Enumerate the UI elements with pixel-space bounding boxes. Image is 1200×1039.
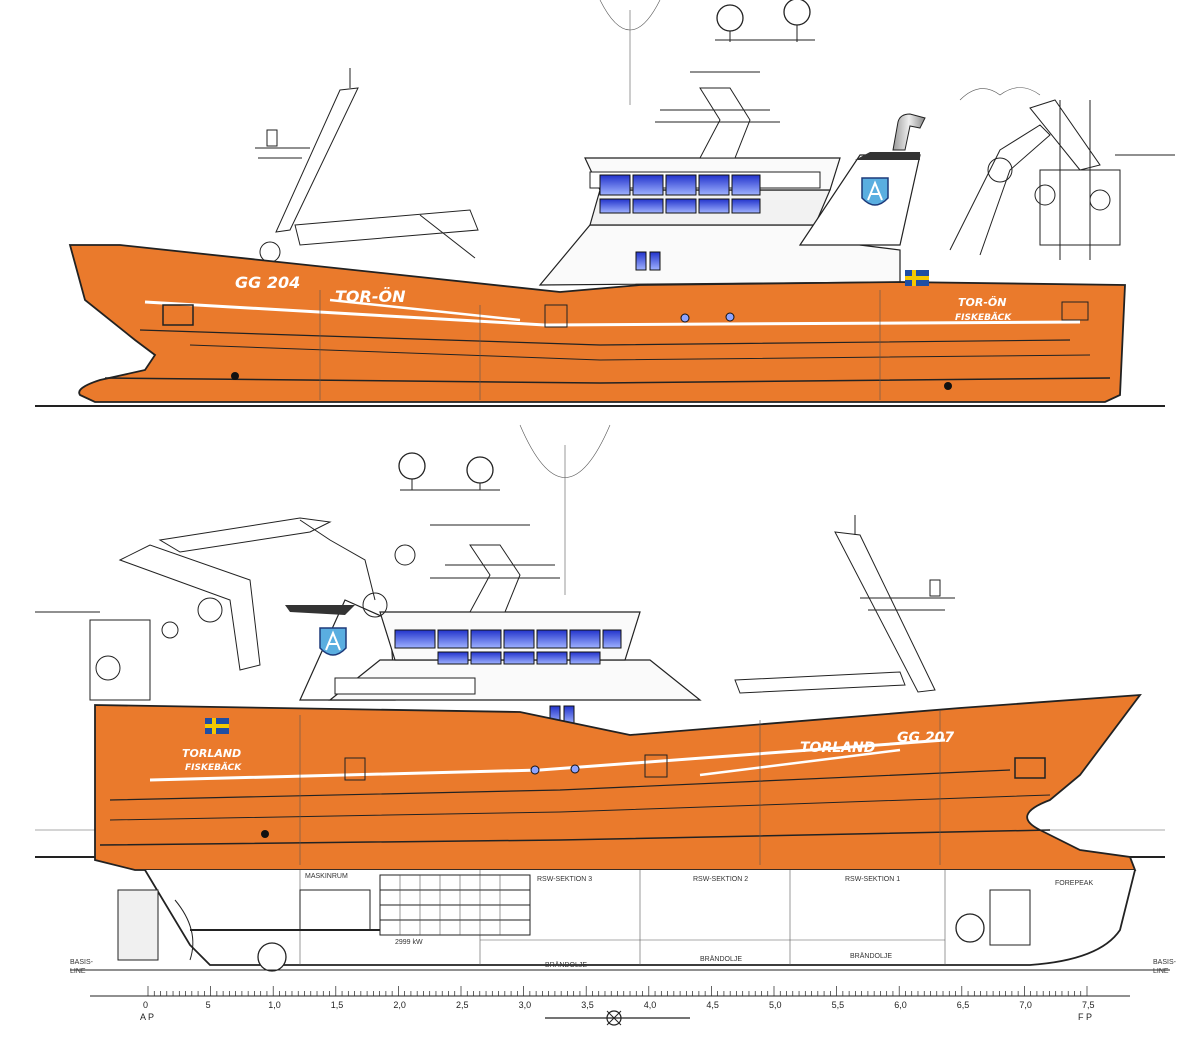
radome-icon	[716, 4, 744, 42]
scale-tick-label: 1,5	[331, 1000, 344, 1010]
baseline-label-right-2: LINE	[1153, 968, 1169, 975]
scale-tick-label: 0	[143, 1000, 148, 1010]
radome-icon	[398, 452, 426, 490]
lower-superstructure	[285, 424, 702, 725]
lower-vessel: TORLAND GG 207 TORLAND FISKEBÄCK	[35, 424, 1177, 1026]
upper-aft-crane	[949, 87, 1175, 260]
scale-tick-label: 7,0	[1019, 1000, 1032, 1010]
upper-vessel-name: TOR-ÖN	[335, 287, 406, 306]
upper-bridge-windows	[599, 174, 761, 214]
scale-tick-label: 3,0	[519, 1000, 532, 1010]
radome-icon	[783, 0, 811, 42]
fp-label: F P	[1078, 1012, 1092, 1022]
upper-home-port: FISKEBÄCK	[955, 312, 1012, 323]
scale-tick-label: 2,5	[456, 1000, 469, 1010]
lower-underwater-profile: MASKINRUM RSW-SEKTION 3 RSW-SEKTION 2 RS…	[117, 869, 1136, 972]
upper-superstructure	[538, 0, 926, 286]
lower-home-port: FISKEBÄCK	[185, 762, 242, 773]
upper-stern-name: TOR-ÖN	[958, 295, 1006, 309]
engine-power-label: 2999 kW	[395, 939, 423, 946]
scale-tick-label: 6,0	[894, 1000, 907, 1010]
baseline-label-right: BASIS-	[1153, 959, 1177, 966]
compartment-label: RSW-SEKTION 2	[693, 876, 748, 883]
company-logo-icon	[861, 177, 889, 206]
scale-tick-label: 4,0	[644, 1000, 657, 1010]
ap-label: A P	[140, 1012, 154, 1022]
scale-tick-label: 4,5	[706, 1000, 719, 1010]
tank-label: BRÄNDOLJE	[545, 961, 587, 969]
lower-registration: GG 207	[897, 730, 954, 746]
compartment-label: FOREPEAK	[1055, 880, 1093, 887]
upper-hull: GG 204 TOR-ÖN TOR-ÖN FISKEBÄCK	[68, 244, 1126, 403]
lower-aft-crane	[35, 517, 416, 701]
scale-tick-label: 6,5	[957, 1000, 970, 1010]
radome-icon	[466, 456, 494, 490]
scale-tick-label: 5	[206, 1000, 211, 1010]
swedish-flag-icon	[205, 718, 229, 734]
company-logo-icon	[319, 627, 347, 656]
lower-bridge-windows	[394, 629, 622, 665]
scale-tick-label: 3,5	[581, 1000, 594, 1010]
scale-tick-label: 5,5	[832, 1000, 845, 1010]
compartment-label: MASKINRUM	[305, 873, 348, 880]
upper-bow-marking: GG 204	[235, 273, 300, 292]
tank-label: BRÄNDOLJE	[700, 955, 742, 963]
upper-vessel: GG 204 TOR-ÖN TOR-ÖN FISKEBÄCK	[35, 0, 1175, 407]
scale-ticks: 0 5 1,0 1,5 2,0 2,5 3,0 3,5 4,0 4,5 5,0 5,5 6,0 6,5 7,…	[143, 986, 1095, 1010]
engine-block	[190, 874, 531, 936]
scale-tick-label: 5,0	[769, 1000, 782, 1010]
scale-tick-label: 7,5	[1082, 1000, 1095, 1010]
baseline-label-left-2: LINE	[70, 968, 86, 975]
lower-hull: TORLAND GG 207 TORLAND FISKEBÄCK	[94, 693, 1142, 871]
lower-stern-name: TORLAND	[182, 747, 241, 760]
baseline-label-left: BASIS-	[70, 959, 94, 966]
scale-tick-label: 1,0	[268, 1000, 281, 1010]
lower-vessel-name: TORLAND	[800, 740, 875, 756]
baseline-scale: BASIS- LINE BASIS- LINE 0 5 1,0 1,5 2,0 2,5 3,…	[70, 959, 1177, 1026]
lower-foremast	[734, 515, 955, 694]
midship-symbol-icon	[545, 1010, 690, 1026]
compartment-label: RSW-SEKTION 3	[537, 876, 592, 883]
upper-foremast	[255, 68, 479, 263]
compartment-label: RSW-SEKTION 1	[845, 876, 900, 883]
swedish-flag-icon	[905, 270, 929, 286]
tank-label: BRÄNDOLJE	[850, 952, 892, 960]
scale-tick-label: 2,0	[393, 1000, 406, 1010]
